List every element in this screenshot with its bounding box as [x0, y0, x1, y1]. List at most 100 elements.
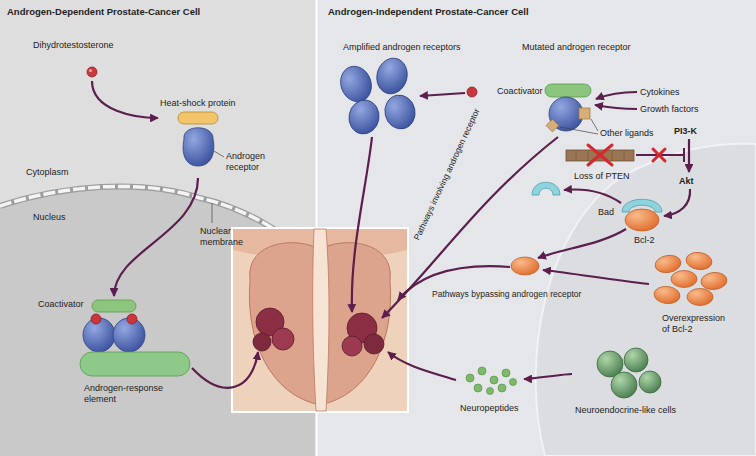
- illustration-path: [622, 199, 662, 212]
- illustration-circle: [510, 379, 517, 386]
- illustration-path: [352, 137, 372, 312]
- molecule-label: Mutated androgen receptor: [522, 42, 631, 53]
- illustration-path: [588, 145, 612, 165]
- molecule-label: Amplified androgen receptors: [343, 42, 461, 53]
- illustration-circle: [89, 69, 92, 72]
- illustration-ellipse: [653, 285, 681, 305]
- illustration-path: [388, 352, 456, 380]
- illustration-ellipse: [336, 62, 377, 106]
- illustration-path: [596, 92, 637, 99]
- illustration-ellipse: [687, 289, 713, 306]
- molecule-label: Dihydrotestosterone: [33, 40, 114, 51]
- illustration-ellipse: [373, 55, 411, 98]
- illustration-path: [653, 149, 665, 161]
- hormone-molecule: Dihydrotestosterone: [30, 37, 116, 81]
- arrow-connector: [524, 374, 572, 379]
- annotation-label: Akt: [679, 176, 694, 187]
- illustration-circle: [611, 372, 637, 398]
- illustration-rect: [579, 108, 590, 119]
- mutated-receptor: Mutated androgen receptorCoactivatorOthe…: [490, 40, 660, 141]
- illustration-rect: [232, 228, 408, 412]
- illustration-rect: [80, 352, 190, 376]
- bcl2-cluster: Overexpression of Bcl-2: [648, 250, 736, 342]
- molecule-label: Heat-shock protein: [160, 98, 236, 109]
- illustration-circle: [498, 384, 506, 392]
- arrow-connector: [92, 81, 158, 118]
- illustration-path: [420, 93, 465, 96]
- illustration-ellipse: [382, 92, 418, 131]
- illustration-ellipse: [346, 98, 381, 137]
- molecule-label: Neuroendocrine-like cells: [575, 405, 676, 416]
- illustration-circle: [474, 384, 482, 392]
- illustration-circle: [364, 334, 384, 354]
- node-shape: [338, 40, 473, 140]
- molecule-label: Androgen-response element: [84, 383, 176, 405]
- illustration-path: [564, 190, 621, 203]
- illustration-circle: [466, 374, 474, 382]
- illustration-circle: [87, 67, 97, 77]
- cell-panel: Androgen-Independent Prostate-Cancer Cel…: [317, 0, 756, 456]
- illustration-circle: [467, 87, 477, 97]
- illustration-path: [595, 105, 637, 109]
- illustration-path: [183, 128, 214, 166]
- illustration-path: [532, 182, 560, 195]
- annotation-label: Cytokines: [640, 87, 680, 98]
- molecule-label: Coactivator: [38, 299, 84, 310]
- annotation-label: Nuclear membrane: [200, 226, 248, 248]
- illustration-line: [591, 119, 598, 131]
- illustration-rect: [178, 112, 218, 124]
- amplified-receptors: Amplified androgen receptors: [338, 40, 473, 140]
- illustration-rect: [546, 119, 559, 132]
- illustration-rect: [545, 84, 591, 97]
- illustration-path: [688, 139, 690, 172]
- illustration-path: [538, 229, 626, 258]
- arrow-connector: [114, 178, 198, 296]
- annotation-label: Pathways involving androgen receptor: [412, 106, 483, 241]
- bad-bcl2-complex: BadBcl-2: [594, 192, 666, 250]
- pten-bar: Loss of PTEN: [560, 143, 640, 185]
- molecule-label: Coactivator: [497, 86, 543, 97]
- illustration-path: [664, 189, 690, 216]
- illustration-circle: [272, 328, 294, 350]
- molecule-label: Overexpression of Bcl-2: [662, 313, 730, 335]
- node-shape: [594, 192, 666, 250]
- neuropeptides: Neuropeptides: [458, 364, 524, 418]
- illustration-circle: [91, 314, 101, 324]
- illustration-ellipse: [511, 257, 539, 275]
- illustration-circle: [490, 376, 498, 384]
- cell-panel: Androgen-Dependent Prostate-Cancer CellD…: [0, 0, 316, 456]
- illustration-circle: [127, 314, 137, 324]
- annotation-label: Nucleus: [33, 212, 66, 223]
- panel-heading: Androgen-Independent Prostate-Cancer Cel…: [328, 6, 529, 17]
- illustration-circle: [478, 367, 486, 375]
- molecule-label: Androgen receptor: [226, 151, 276, 173]
- illustration-path: [0, 186, 316, 456]
- illustration-path: [536, 144, 756, 456]
- annotation-label: Growth factors: [640, 104, 699, 115]
- illustration-ellipse: [700, 271, 728, 291]
- illustration-path: [636, 148, 684, 162]
- illustration-ellipse: [671, 271, 697, 288]
- illustration-circle: [342, 336, 362, 356]
- node-shape: [158, 96, 278, 178]
- illustration-path: [543, 270, 649, 284]
- illustration-line: [214, 151, 224, 157]
- illustration-path: [192, 352, 258, 388]
- annotation-label: PI3-K: [674, 126, 697, 137]
- illustration-circle: [639, 371, 661, 393]
- illustration-circle: [502, 369, 510, 377]
- panel-heading: Androgen-Dependent Prostate-Cancer Cell: [7, 6, 200, 17]
- illustration-g: [192, 92, 690, 388]
- molecule-label: Bad: [598, 207, 614, 218]
- molecule-label: Loss of PTEN: [574, 171, 630, 182]
- nuclear-complex: CoactivatorAndrogen-response element: [36, 296, 192, 408]
- annotation-label: Pathways bypassing androgen receptor: [432, 289, 581, 300]
- molecule-label: Bcl-2: [634, 235, 655, 246]
- illustration-rect: [92, 300, 136, 312]
- annotation-label: Cytoplasm: [26, 167, 69, 178]
- illustration-circle: [624, 348, 648, 372]
- illustration-line: [212, 203, 213, 223]
- illustration-path: [313, 229, 329, 411]
- illustration-circle: [253, 333, 271, 351]
